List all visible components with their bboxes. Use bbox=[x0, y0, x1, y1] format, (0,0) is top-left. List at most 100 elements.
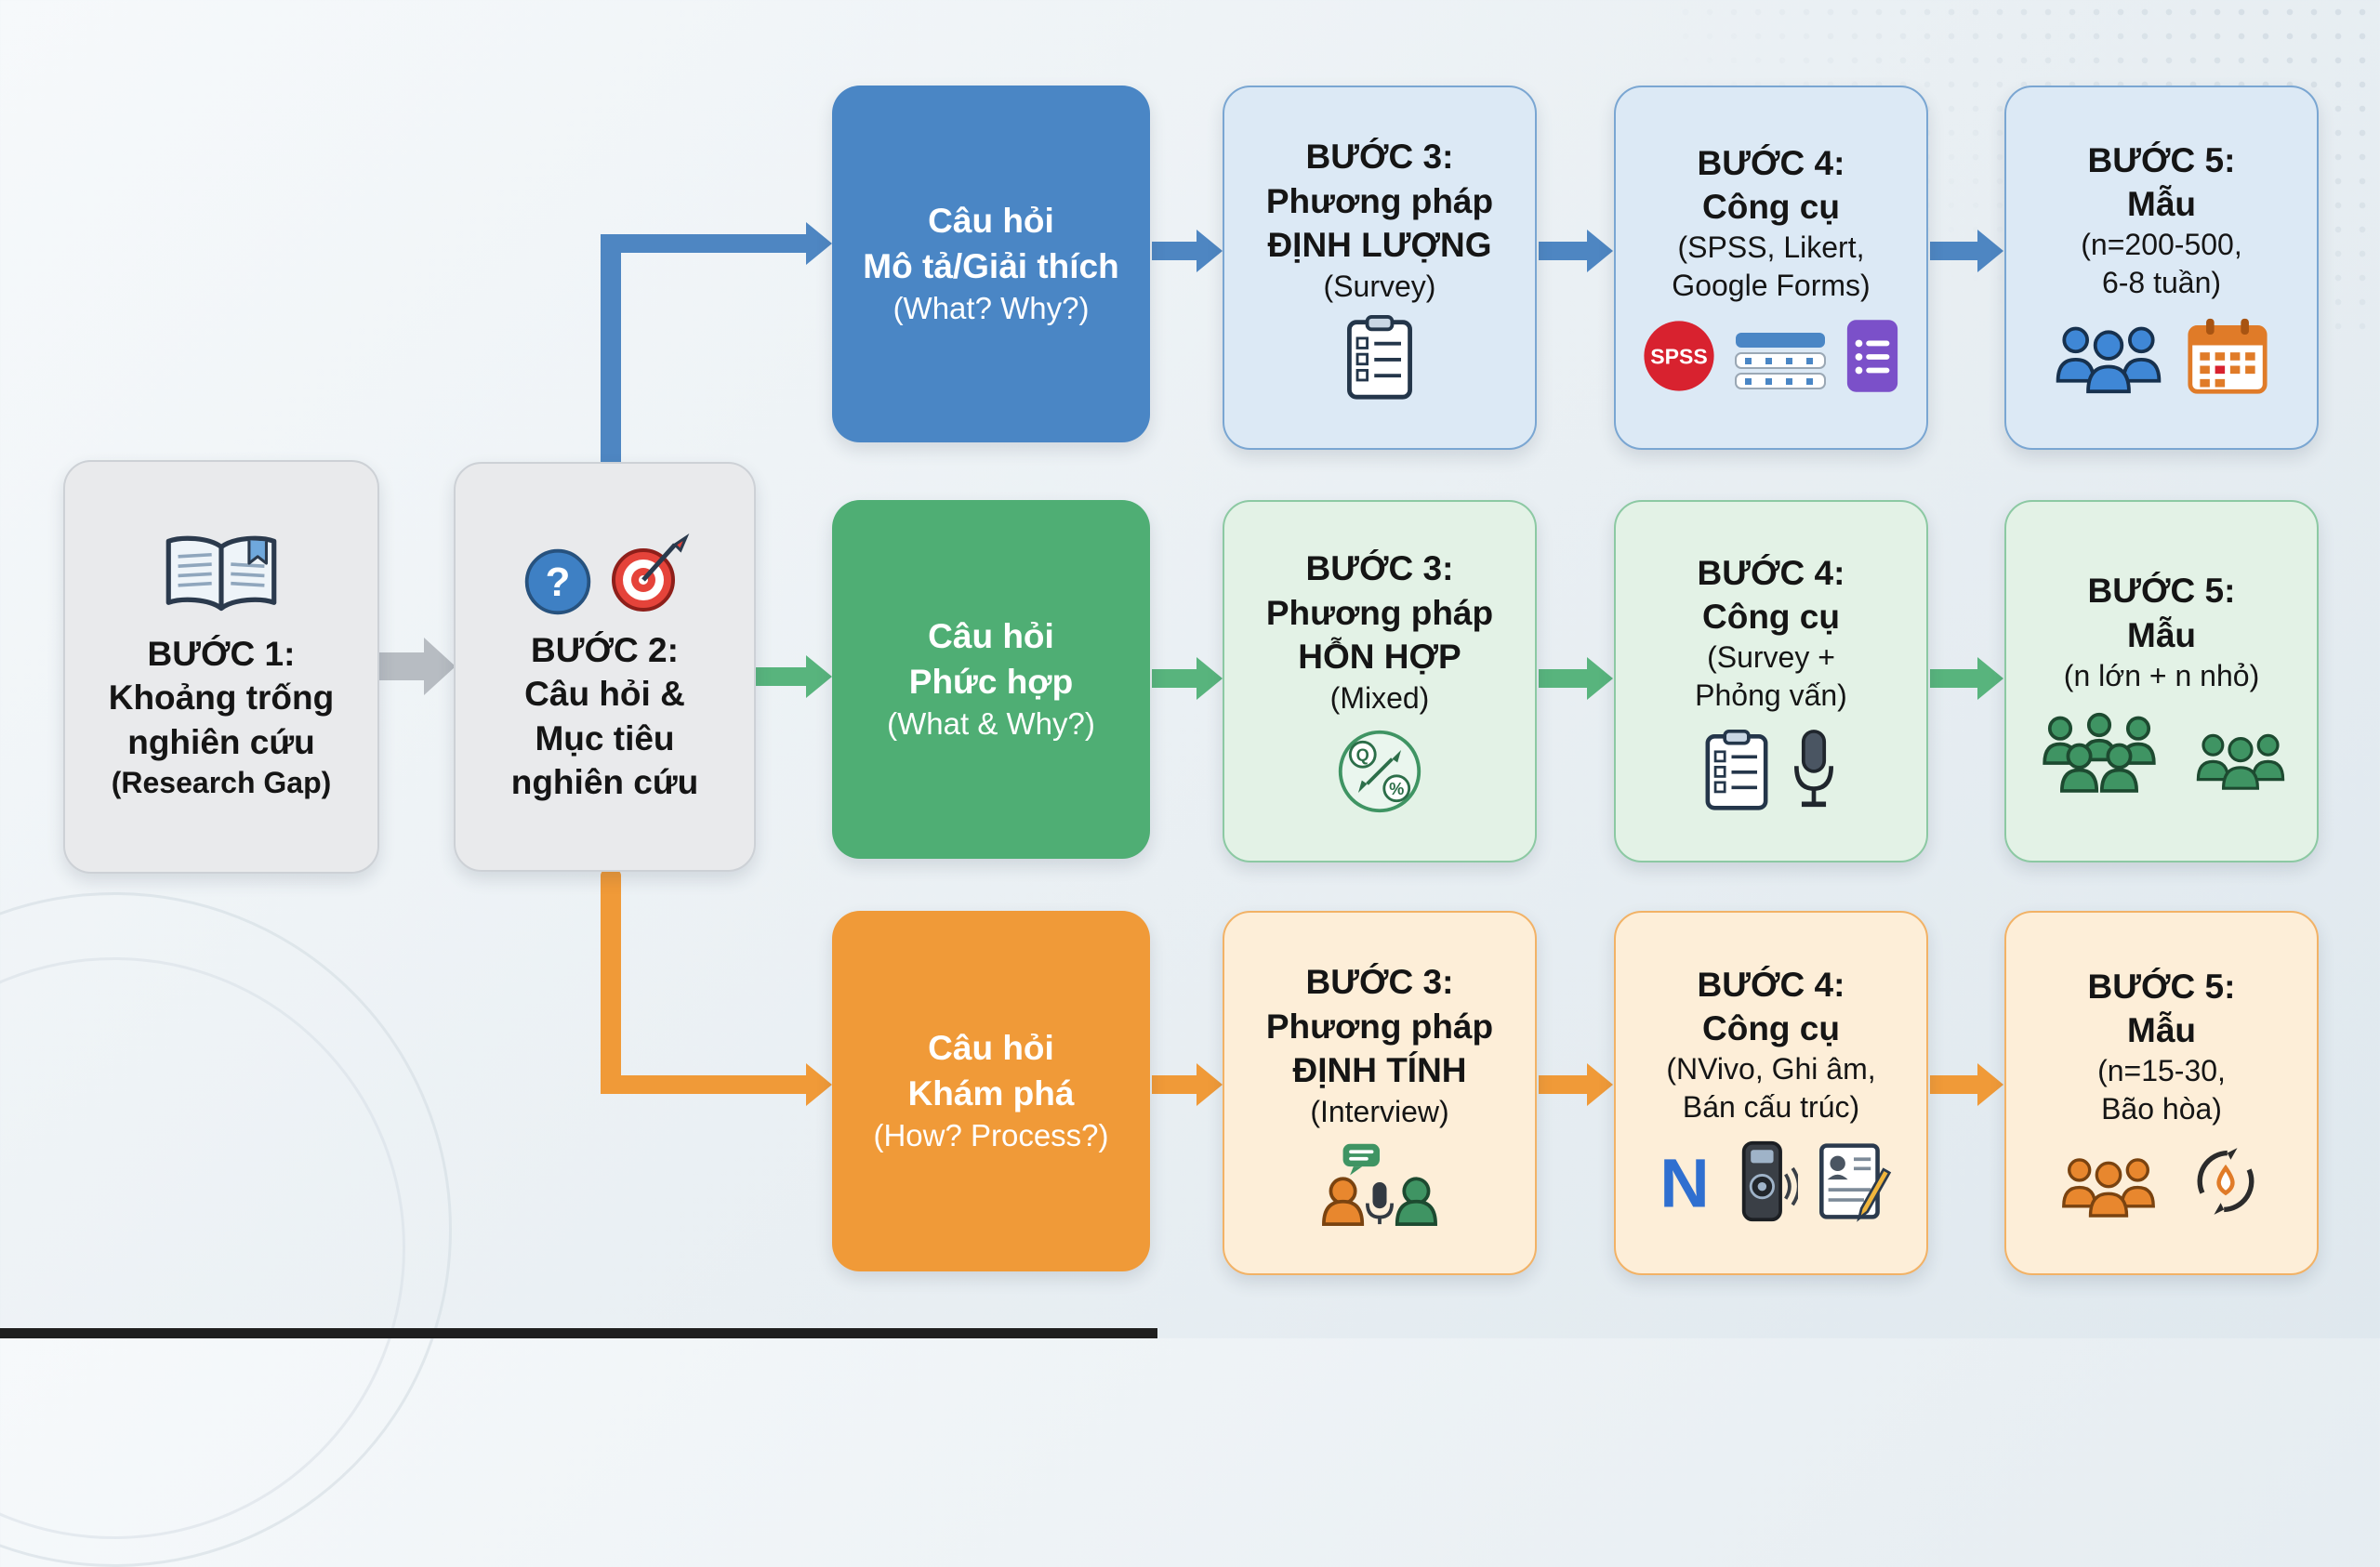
quant-step5-line1: Mẫu bbox=[2127, 185, 2196, 224]
qual-quant-cycle-icon: Q % bbox=[1338, 730, 1421, 812]
voice-recorder-icon bbox=[1741, 1141, 1798, 1222]
mixed-step3-title: BƯỚC 3: bbox=[1305, 549, 1454, 588]
arrow-branch-blue-vertical bbox=[601, 234, 621, 468]
arrow-branch-green bbox=[756, 654, 832, 699]
arrow-blue-q-s3 bbox=[1152, 229, 1223, 273]
survey-clipboard-icon bbox=[1347, 314, 1412, 400]
likert-scale-icon bbox=[1735, 333, 1826, 390]
qual-step5-box: BƯỚC 5: Mẫu (n=15-30, Bão hòa) bbox=[2004, 911, 2319, 1275]
video-progress-bar[interactable] bbox=[0, 1328, 1157, 1338]
step2-line3: nghiên cứu bbox=[510, 762, 699, 801]
target-icon bbox=[611, 533, 689, 612]
branch-quant-question-box: Câu hỏi Mô tả/Giải thích (What? Why?) bbox=[832, 86, 1150, 442]
step1-title: BƯỚC 1: bbox=[147, 634, 296, 673]
mixed-step3-sub: (Mixed) bbox=[1329, 680, 1430, 715]
quant-question-sub: (What? Why?) bbox=[892, 290, 1090, 325]
qual-step5-line1: Mẫu bbox=[2127, 1011, 2196, 1050]
branch-mixed-question-box: Câu hỏi Phức hợp (What & Why?) bbox=[832, 500, 1150, 859]
qual-step3-sub: (Interview) bbox=[1310, 1094, 1449, 1128]
arrow-green-s4-s5 bbox=[1930, 656, 2003, 701]
nvivo-icon: N bbox=[1659, 1145, 1710, 1222]
qual-step4-sub1: (NVivo, Ghi âm, bbox=[1666, 1052, 1876, 1086]
arrow-branch-orange-vertical bbox=[601, 870, 621, 1094]
open-book-icon bbox=[165, 535, 277, 612]
arrow-branch-orange bbox=[601, 1062, 832, 1107]
step1-box: BƯỚC 1: Khoảng trống nghiên cứu (Researc… bbox=[63, 460, 379, 874]
mixed-step5-box: BƯỚC 5: Mẫu (n lớn + n nhỏ) bbox=[2004, 500, 2319, 863]
arrow-step1-step2 bbox=[376, 638, 456, 695]
quant-step5-box: BƯỚC 5: Mẫu (n=200-500, 6-8 tuần) bbox=[2004, 86, 2319, 450]
svg-text:N: N bbox=[1659, 1145, 1710, 1222]
qual-step4-title: BƯỚC 4: bbox=[1697, 965, 1845, 1004]
quant-step4-title: BƯỚC 4: bbox=[1697, 143, 1845, 182]
step1-line1: Khoảng trống bbox=[108, 678, 335, 718]
arrow-blue-s3-s4 bbox=[1539, 229, 1613, 273]
step2-line2: Mục tiêu bbox=[535, 718, 675, 757]
mixed-step4-sub1: (Survey + bbox=[1707, 640, 1835, 675]
mixed-step5-line1: Mẫu bbox=[2127, 615, 2196, 654]
arrow-green-q-s3 bbox=[1152, 656, 1223, 701]
quant-step5-sub2: 6-8 tuần) bbox=[2101, 266, 2222, 300]
mixed-step3-box: BƯỚC 3: Phương pháp HỖN HỢP (Mixed) Q % bbox=[1223, 500, 1537, 863]
calendar-icon bbox=[2188, 319, 2268, 394]
step1-sub: (Research Gap) bbox=[111, 766, 332, 800]
step1-line2: nghiên cứu bbox=[127, 722, 315, 761]
quant-step4-sub2: Google Forms) bbox=[1672, 269, 1871, 303]
step2-line1: Câu hỏi & bbox=[524, 675, 685, 714]
quant-step3-line2: ĐỊNH LƯỢNG bbox=[1267, 226, 1492, 265]
quant-step4-box: BƯỚC 4: Công cụ (SPSS, Likert, Google Fo… bbox=[1614, 86, 1928, 450]
mixed-step3-line2: HỖN HỢP bbox=[1298, 638, 1461, 677]
spss-icon: SPSS bbox=[1644, 321, 1714, 391]
people-group-large-icon bbox=[2043, 712, 2156, 793]
qual-step4-sub2: Bán cấu trúc) bbox=[1682, 1090, 1860, 1125]
saturation-cycle-icon bbox=[2197, 1148, 2254, 1216]
mixed-step5-title: BƯỚC 5: bbox=[2087, 572, 2236, 611]
people-group-small-icon bbox=[2196, 733, 2285, 790]
quant-step3-line1: Phương pháp bbox=[1265, 181, 1494, 220]
quant-step3-sub: (Survey) bbox=[1323, 269, 1436, 303]
arrow-orange-q-s3 bbox=[1152, 1062, 1223, 1107]
google-forms-icon bbox=[1846, 320, 1898, 393]
people-group-orange-icon bbox=[2062, 1158, 2155, 1218]
quant-step4-line1: Công cụ bbox=[1702, 188, 1840, 227]
qual-step5-title: BƯỚC 5: bbox=[2087, 967, 2236, 1006]
svg-text:Q: Q bbox=[1356, 744, 1369, 764]
step2-box: ? BƯỚC 2: Câu hỏi & Mục tiêu nghiên cứu bbox=[454, 462, 756, 872]
arrow-green-s3-s4 bbox=[1539, 656, 1613, 701]
qual-question-line1: Câu hỏi bbox=[928, 1029, 1054, 1068]
mixed-step3-line1: Phương pháp bbox=[1265, 593, 1494, 632]
arrow-branch-blue bbox=[601, 221, 832, 266]
microphone-icon bbox=[1794, 730, 1833, 808]
people-group-icon bbox=[2056, 326, 2162, 394]
quant-step4-sub1: (SPSS, Likert, bbox=[1677, 230, 1865, 265]
mixed-step4-sub2: Phỏng vấn) bbox=[1695, 678, 1847, 713]
quant-step5-sub1: (n=200-500, bbox=[2081, 228, 2242, 262]
qual-step4-line1: Công cụ bbox=[1702, 1009, 1840, 1048]
qual-step3-line2: ĐỊNH TÍNH bbox=[1292, 1051, 1467, 1090]
quant-step3-box: BƯỚC 3: Phương pháp ĐỊNH LƯỢNG (Survey) bbox=[1223, 86, 1537, 450]
quant-step5-title: BƯỚC 5: bbox=[2087, 140, 2236, 179]
branch-qual-question-box: Câu hỏi Khám phá (How? Process?) bbox=[832, 911, 1150, 1271]
mixed-question-line2: Phức hợp bbox=[908, 662, 1074, 701]
arrow-orange-s3-s4 bbox=[1539, 1062, 1613, 1107]
step2-title: BƯỚC 2: bbox=[531, 630, 679, 669]
qual-question-sub: (How? Process?) bbox=[873, 1117, 1109, 1152]
mixed-question-sub: (What & Why?) bbox=[887, 705, 1095, 741]
mixed-step4-title: BƯỚC 4: bbox=[1697, 553, 1845, 592]
svg-text:SPSS: SPSS bbox=[1650, 345, 1708, 369]
qual-step3-line1: Phương pháp bbox=[1265, 1007, 1494, 1046]
mixed-step5-sub1: (n lớn + n nhỏ) bbox=[2063, 658, 2260, 692]
quant-step3-title: BƯỚC 3: bbox=[1305, 138, 1454, 177]
notes-pen-icon bbox=[1819, 1143, 1892, 1223]
arrow-blue-s4-s5 bbox=[1930, 229, 2003, 273]
quant-question-line2: Mô tả/Giải thích bbox=[863, 246, 1119, 285]
question-mark-icon: ? bbox=[524, 548, 590, 615]
svg-text:?: ? bbox=[545, 560, 570, 605]
quant-question-line1: Câu hỏi bbox=[928, 202, 1054, 241]
qual-step3-title: BƯỚC 3: bbox=[1305, 963, 1454, 1002]
qual-step5-sub1: (n=15-30, bbox=[2097, 1054, 2226, 1088]
qual-step4-box: BƯỚC 4: Công cụ (NVivo, Ghi âm, Bán cấu … bbox=[1614, 911, 1928, 1275]
interview-people-icon bbox=[1322, 1143, 1437, 1226]
clipboard-icon bbox=[1705, 730, 1768, 810]
qual-step3-box: BƯỚC 3: Phương pháp ĐỊNH TÍNH (Interview… bbox=[1223, 911, 1537, 1275]
